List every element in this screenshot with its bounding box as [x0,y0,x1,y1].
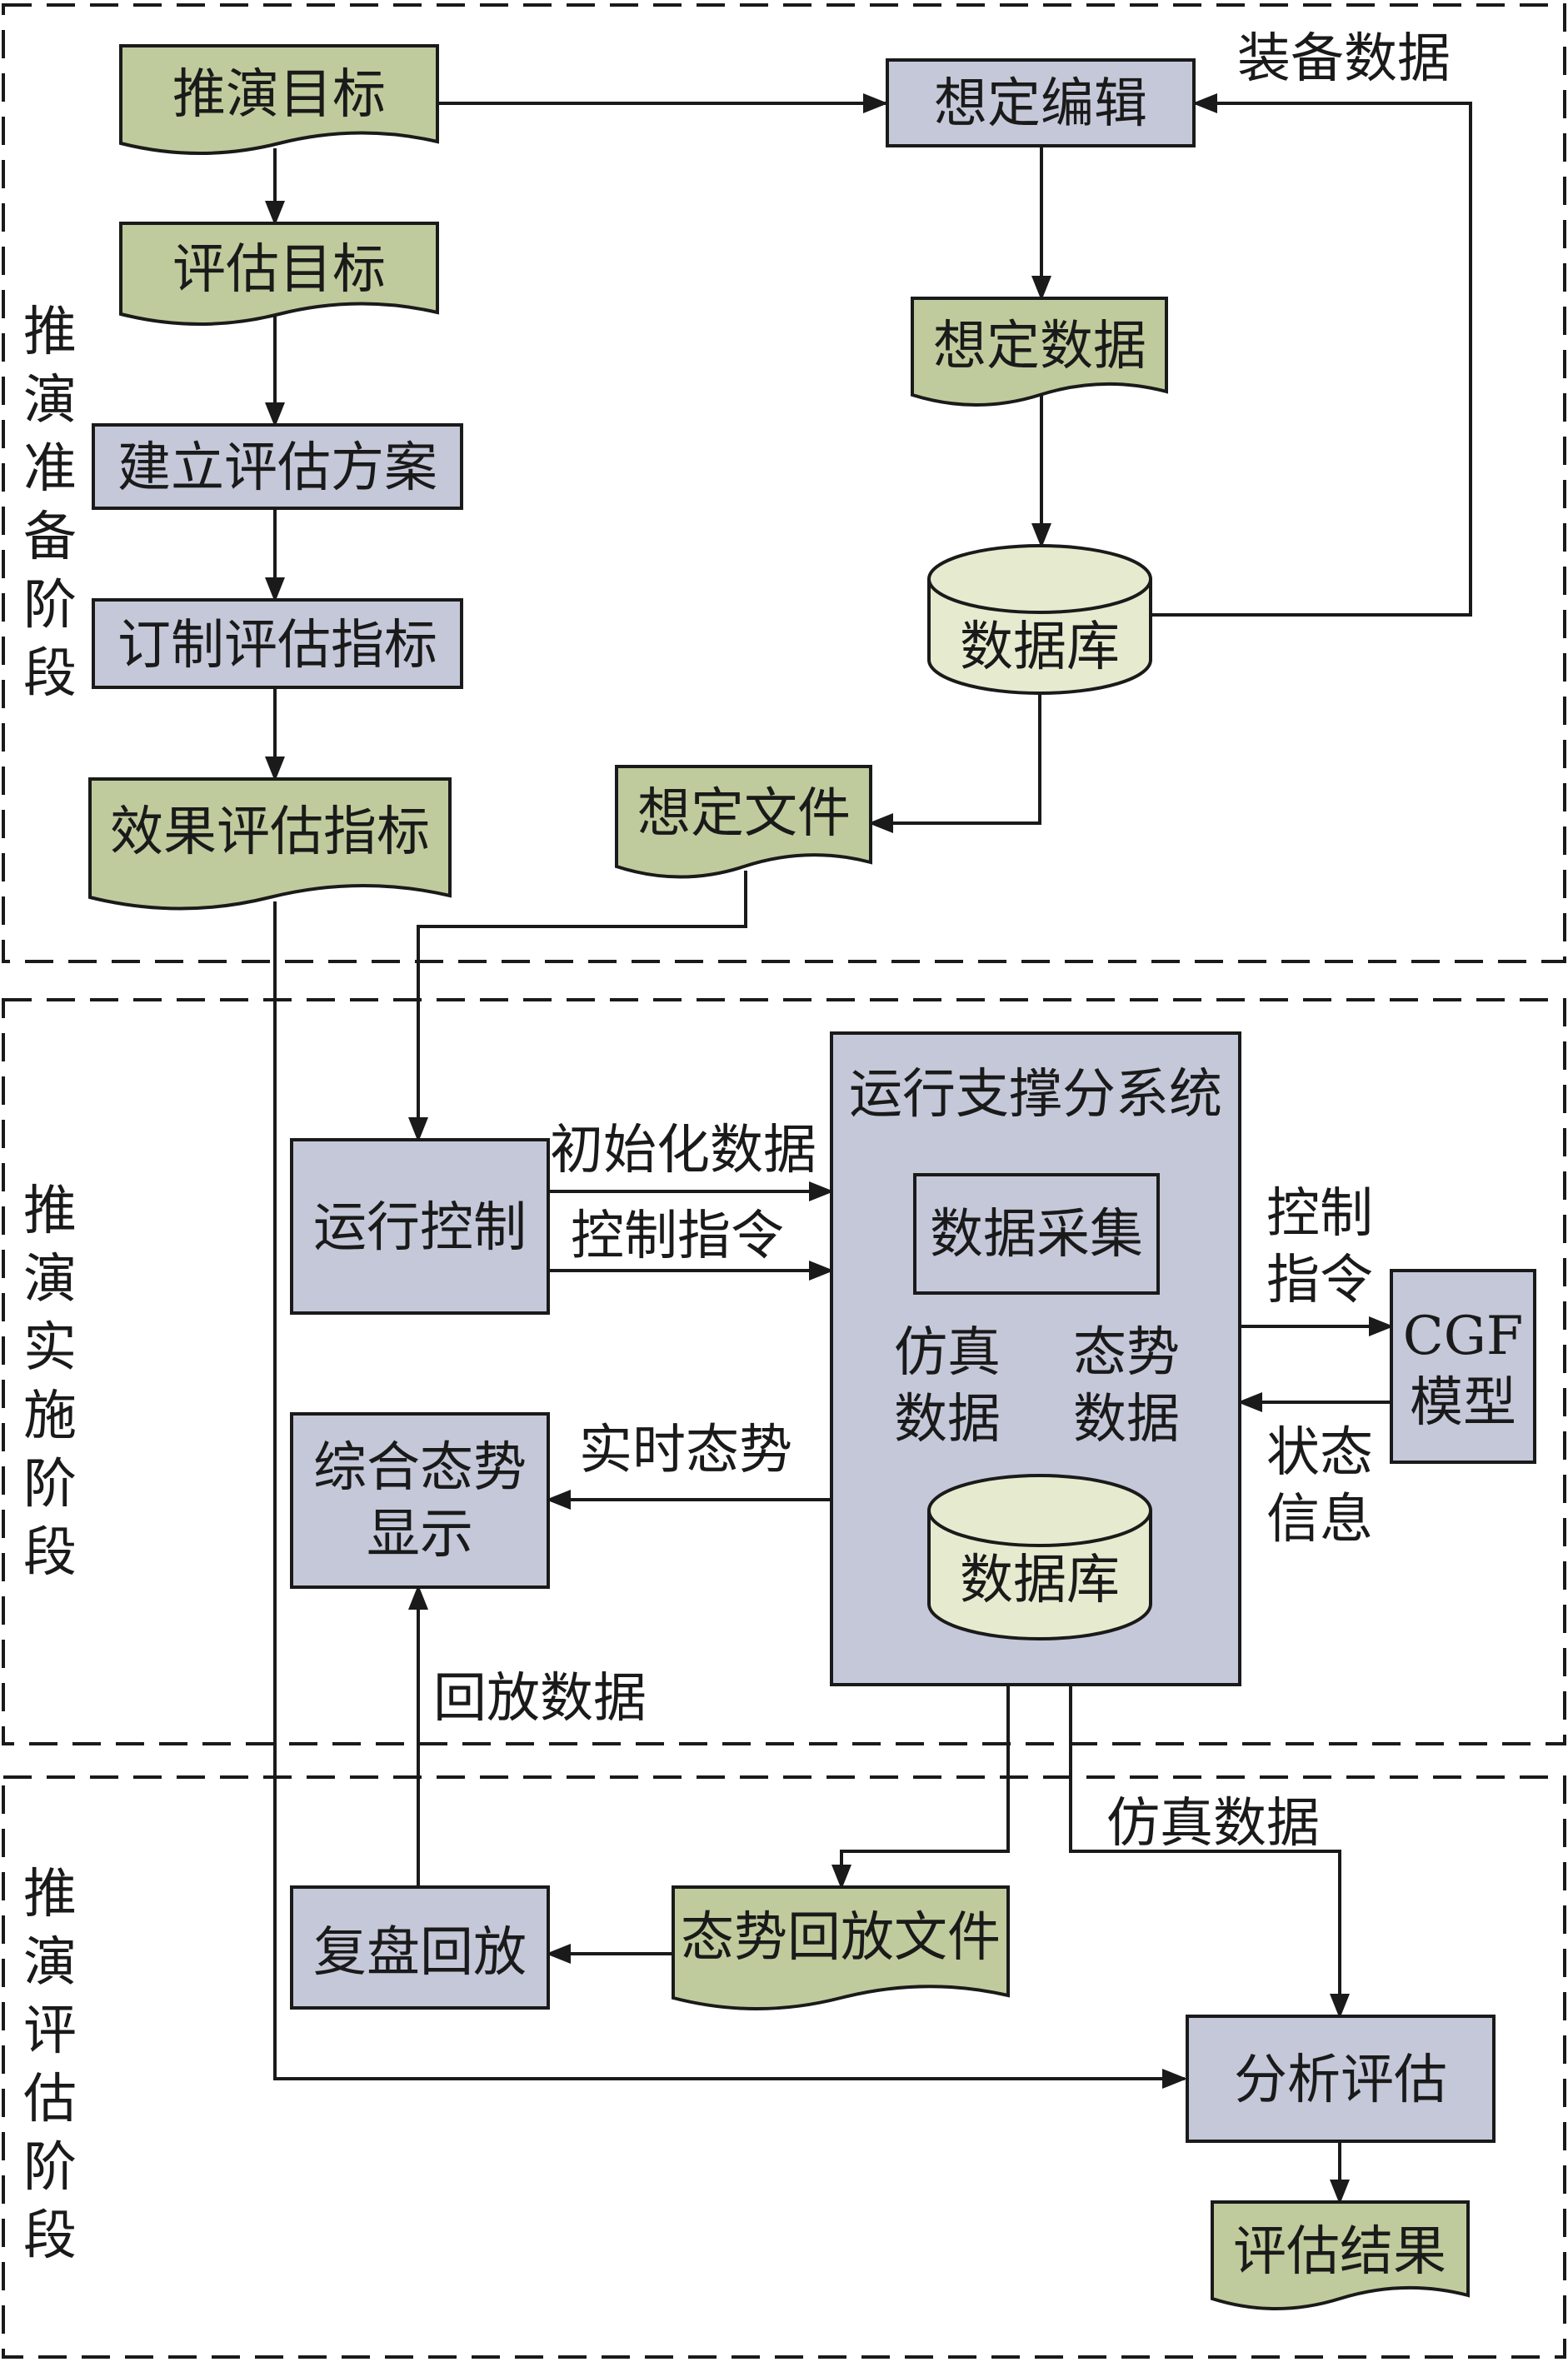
fenxi-pinggu-label: 分析评估 [1234,2050,1447,2111]
phase-prep-region [2,3,1566,963]
pinggu-mubiao-label: 评估目标 [172,239,386,301]
taishi-huifang-wenjian-label: 态势回放文件 [681,1907,1001,1969]
connectors [265,93,1472,2205]
fupan-huifang-box [290,1885,550,2010]
phase-exec-region [2,998,1566,1745]
pinggu-jieguo-label: 评估结果 [1233,2221,1446,2283]
shujuku-1-label: 数据库 [960,617,1120,678]
cgf-label-line2: 模型 [1410,1372,1516,1434]
shishi-taishi-label: 实时态势 [579,1420,792,1481]
shuju-caiji-label: 数据采集 [930,1204,1143,1266]
zonghe-taishi-box [290,1412,550,1589]
xiangding-wenjian-label: 想定文件 [637,783,851,845]
kongzhi-zhiling-1-label: 控制指令 [571,1206,784,1267]
fangzhen-shuju-label: 仿真数据 [1106,1793,1320,1855]
dingzhi-zhibiao-label: 订制评估指标 [117,615,437,677]
phase-eval-label: 推演评估阶段 [23,1864,77,2267]
xiangding-bianji-label: 想定编辑 [934,73,1147,135]
xiaoguo-zhibiao-doc [88,777,452,911]
zhuangbei-shuju-label: 装备数据 [1237,28,1451,90]
xiangding-shuju-doc [911,297,1168,407]
phase-prep-label: 推演准备阶段 [23,302,77,705]
zhuangtai-xinxi-l2: 信息 [1266,1489,1373,1551]
xiangding-wenjian-doc [615,765,872,879]
huifang-shuju-label: 回放数据 [433,1668,647,1730]
fupan-huifang-label: 复盘回放 [313,1922,527,1984]
pinggu-mubiao-doc [119,222,439,326]
shujuku-2-cylinder [927,1474,1152,1640]
kongzhi-zhiling-2-l2: 指令 [1266,1250,1373,1311]
pinggu-jieguo-doc [1211,2200,1470,2310]
phase-exec-label: 推演实施阶段 [23,1181,77,1584]
phase-eval-region [2,1775,1566,2359]
fangzhen-shuju-inner-l1: 仿真 [894,1322,1001,1384]
tuiyan-mubiao-doc [119,44,439,155]
fangzhen-shuju-inner-l2: 数据 [894,1389,1001,1451]
xiangding-shuju-label: 想定数据 [933,316,1146,377]
taishi-huifang-wenjian-doc [672,1885,1010,2010]
kongzhi-zhiling-2-l1: 控制 [1266,1183,1373,1245]
tuiyan-mubiao-label: 推演目标 [172,64,386,126]
yunxing-kongzhi-box [290,1138,550,1315]
cgf-label-line1: CGF [1403,1306,1524,1367]
xiaoguo-zhibiao-label: 效果评估指标 [110,801,430,863]
shuju-caiji-box [913,1173,1160,1295]
jianli-fangan-box [92,423,463,510]
taishi-shuju-inner-l2: 数据 [1073,1389,1180,1451]
cgf-model-box [1390,1269,1536,1464]
zhuangtai-xinxi-l1: 状态 [1266,1422,1373,1484]
taishi-shuju-inner-l1: 态势 [1073,1322,1180,1384]
jianli-fangan-label: 建立评估方案 [117,437,437,499]
shujuku-1-cylinder [927,544,1152,695]
xiangding-bianji-box [886,58,1196,147]
zonghe-taishi-l2: 显示 [367,1504,473,1566]
fenxi-pinggu-box [1186,2015,1496,2143]
shujuku-2-label: 数据库 [960,1550,1120,1611]
zonghe-taishi-l1: 综合态势 [313,1437,527,1499]
yunxing-zhicheng-label: 运行支撑分系统 [849,1064,1222,1126]
chushihua-shuju-label: 初始化数据 [550,1120,816,1181]
yunxing-kongzhi-label: 运行控制 [313,1197,527,1259]
dingzhi-zhibiao-box [92,598,463,689]
